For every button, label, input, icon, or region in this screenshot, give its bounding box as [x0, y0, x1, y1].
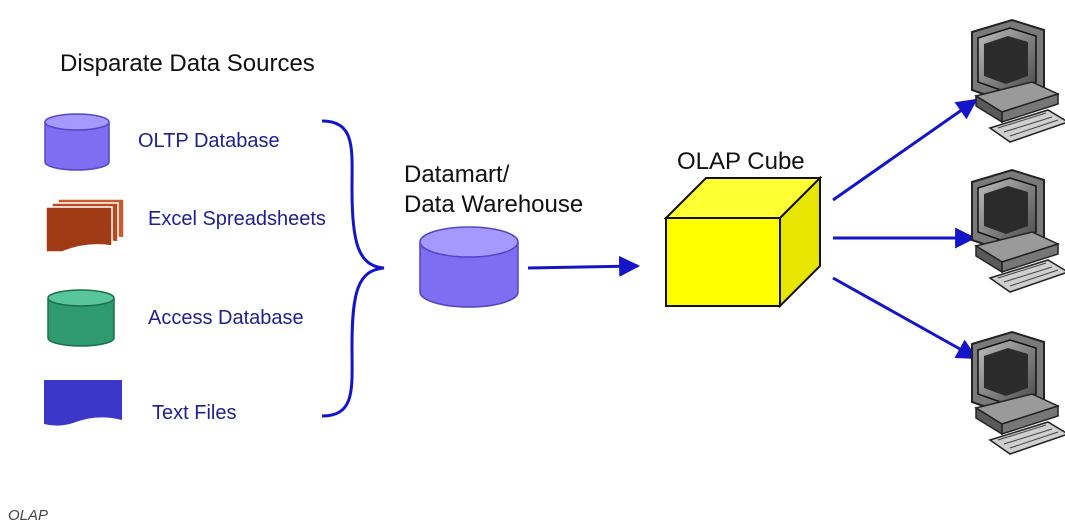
data-warehouse-icon	[419, 226, 519, 308]
olap-cube-icon	[663, 175, 823, 309]
text-files-label: Text Files	[152, 402, 237, 424]
client-computer-1-icon	[971, 19, 1065, 143]
figure-caption: OLAP	[8, 507, 49, 524]
oltp-database-icon	[44, 113, 110, 171]
excel-spreadsheets-label: Excel Spreadsheets	[148, 208, 326, 230]
data-warehouse-label: Datamart/ Data Warehouse	[404, 160, 583, 220]
data-warehouse-label-line1: Datamart/	[404, 161, 510, 188]
olap-cube-label: OLAP Cube	[677, 148, 805, 175]
grouping-brace	[321, 119, 385, 418]
data-warehouse-label-line2: Data Warehouse	[404, 191, 584, 218]
arrow-warehouse-to-cube	[527, 255, 641, 277]
arrow-cube-to-client-1	[832, 98, 978, 202]
client-computer-3-icon	[971, 331, 1065, 455]
arrow-cube-to-client-3	[832, 276, 978, 360]
excel-spreadsheets-icon	[45, 198, 125, 253]
text-files-icon	[44, 380, 122, 426]
sources-heading: Disparate Data Sources	[60, 50, 315, 77]
access-database-icon	[47, 289, 115, 347]
oltp-database-label: OLTP Database	[138, 130, 280, 152]
client-computer-2-icon	[971, 169, 1065, 293]
access-database-label: Access Database	[148, 307, 304, 329]
